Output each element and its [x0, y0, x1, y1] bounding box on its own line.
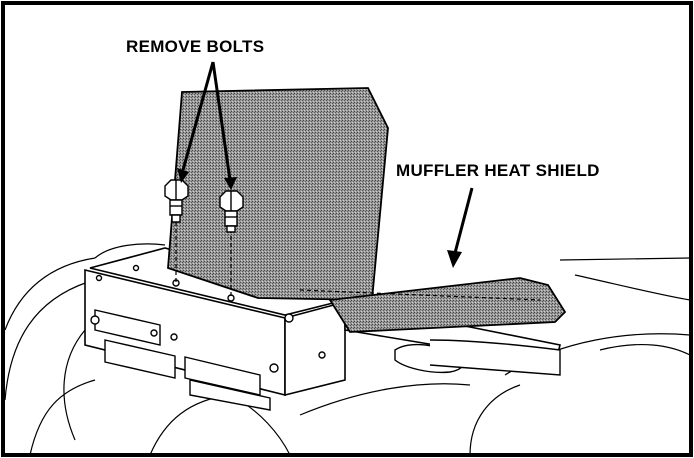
remove-bolts-label: REMOVE BOLTS: [126, 37, 265, 56]
bolt-left: [164, 179, 189, 223]
heat-shield-horizontal-flange: [328, 277, 567, 333]
bolt-alignment-lines: [175, 222, 541, 301]
muffler-arrow-shaft: [453, 187, 474, 254]
muffler-heat-shield-label: MUFFLER HEAT SHIELD: [396, 161, 600, 180]
remove-bolts-arrowhead-right: [224, 177, 237, 190]
bracket-details: [90, 264, 326, 411]
remove-bolts-arrowhead-left: [177, 168, 189, 183]
bolt-right: [219, 190, 244, 233]
lower-frame: [394, 339, 561, 376]
heat-shield-upright-panel: [167, 87, 389, 301]
remove-bolts-arrows: [181, 61, 232, 181]
muffler-arrowhead: [447, 250, 462, 268]
